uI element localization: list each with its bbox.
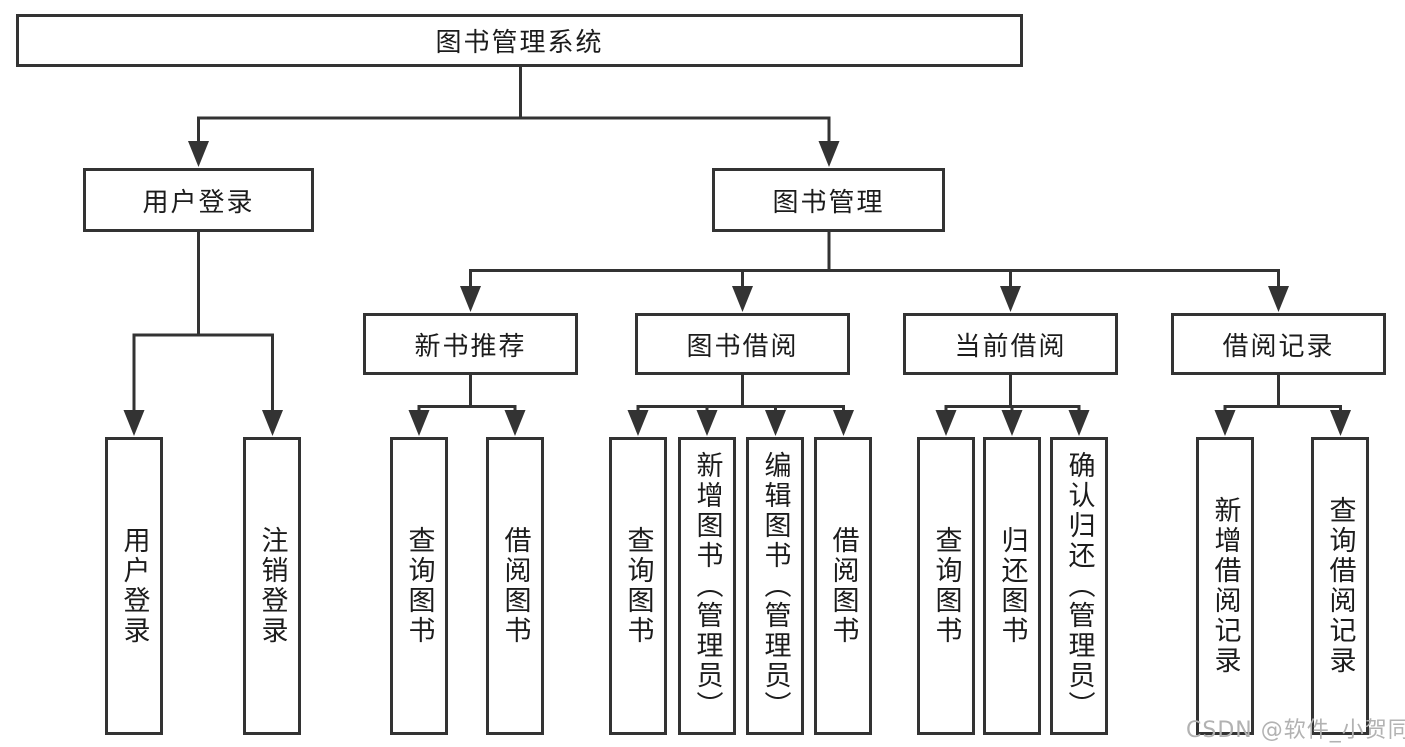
node-book-borrowing: 图书借阅 [635,313,850,375]
node-borrowing-records: 借阅记录 [1171,313,1386,375]
node-root-label: 图书管理系统 [435,28,604,58]
node-book-management: 图书管理 [712,168,945,232]
leaf-logout-label: 注销登录 [256,526,288,646]
leaf-query-books-recommend: 查询图书 [390,437,448,735]
node-borrowing-records-label: 借阅记录 [1222,331,1335,362]
node-user-login: 用户登录 [83,168,314,232]
leaf-query-books-borrow-label: 查询图书 [622,526,654,646]
leaf-edit-book-admin-label: 编辑图书（管理员） [759,451,791,721]
node-root-system: 图书管理系统 [16,14,1023,67]
leaf-logout: 注销登录 [243,437,301,735]
leaf-add-book-admin: 新增图书（管理员） [678,437,736,735]
leaf-return-books-label: 归还图书 [996,526,1028,646]
leaf-add-borrow-record: 新增借阅记录 [1196,437,1254,735]
leaf-query-books-borrow: 查询图书 [609,437,667,735]
node-book-borrowing-label: 图书借阅 [686,331,799,362]
node-book-management-label: 图书管理 [772,187,885,218]
node-current-borrowing-label: 当前借阅 [954,331,1067,362]
node-current-borrowing: 当前借阅 [903,313,1118,375]
leaf-borrow-books-recommend: 借阅图书 [486,437,544,735]
csdn-watermark: CSDN @软件_小贺同学 [1186,718,1405,743]
node-new-book-recommend: 新书推荐 [363,313,578,375]
leaf-confirm-return-admin-label: 确认归还（管理员） [1063,451,1095,721]
leaf-query-books-current-label: 查询图书 [930,526,962,646]
leaf-borrow-books-borrow: 借阅图书 [814,437,872,735]
node-user-login-label: 用户登录 [142,187,255,218]
leaf-query-borrow-record: 查询借阅记录 [1311,437,1369,735]
leaf-confirm-return-admin: 确认归还（管理员） [1050,437,1108,735]
leaf-borrow-books-borrow-label: 借阅图书 [827,526,859,646]
node-new-book-recommend-label: 新书推荐 [414,331,527,362]
leaf-query-borrow-record-label: 查询借阅记录 [1324,496,1356,676]
leaf-return-books: 归还图书 [983,437,1041,735]
leaf-query-books-recommend-label: 查询图书 [403,526,435,646]
leaf-edit-book-admin: 编辑图书（管理员） [746,437,804,735]
leaf-user-login-label: 用户登录 [118,526,150,646]
leaf-borrow-books-recommend-label: 借阅图书 [499,526,531,646]
leaf-add-book-admin-label: 新增图书（管理员） [691,451,723,721]
leaf-add-borrow-record-label: 新增借阅记录 [1209,496,1241,676]
leaf-query-books-current: 查询图书 [917,437,975,735]
leaf-user-login: 用户登录 [105,437,163,735]
